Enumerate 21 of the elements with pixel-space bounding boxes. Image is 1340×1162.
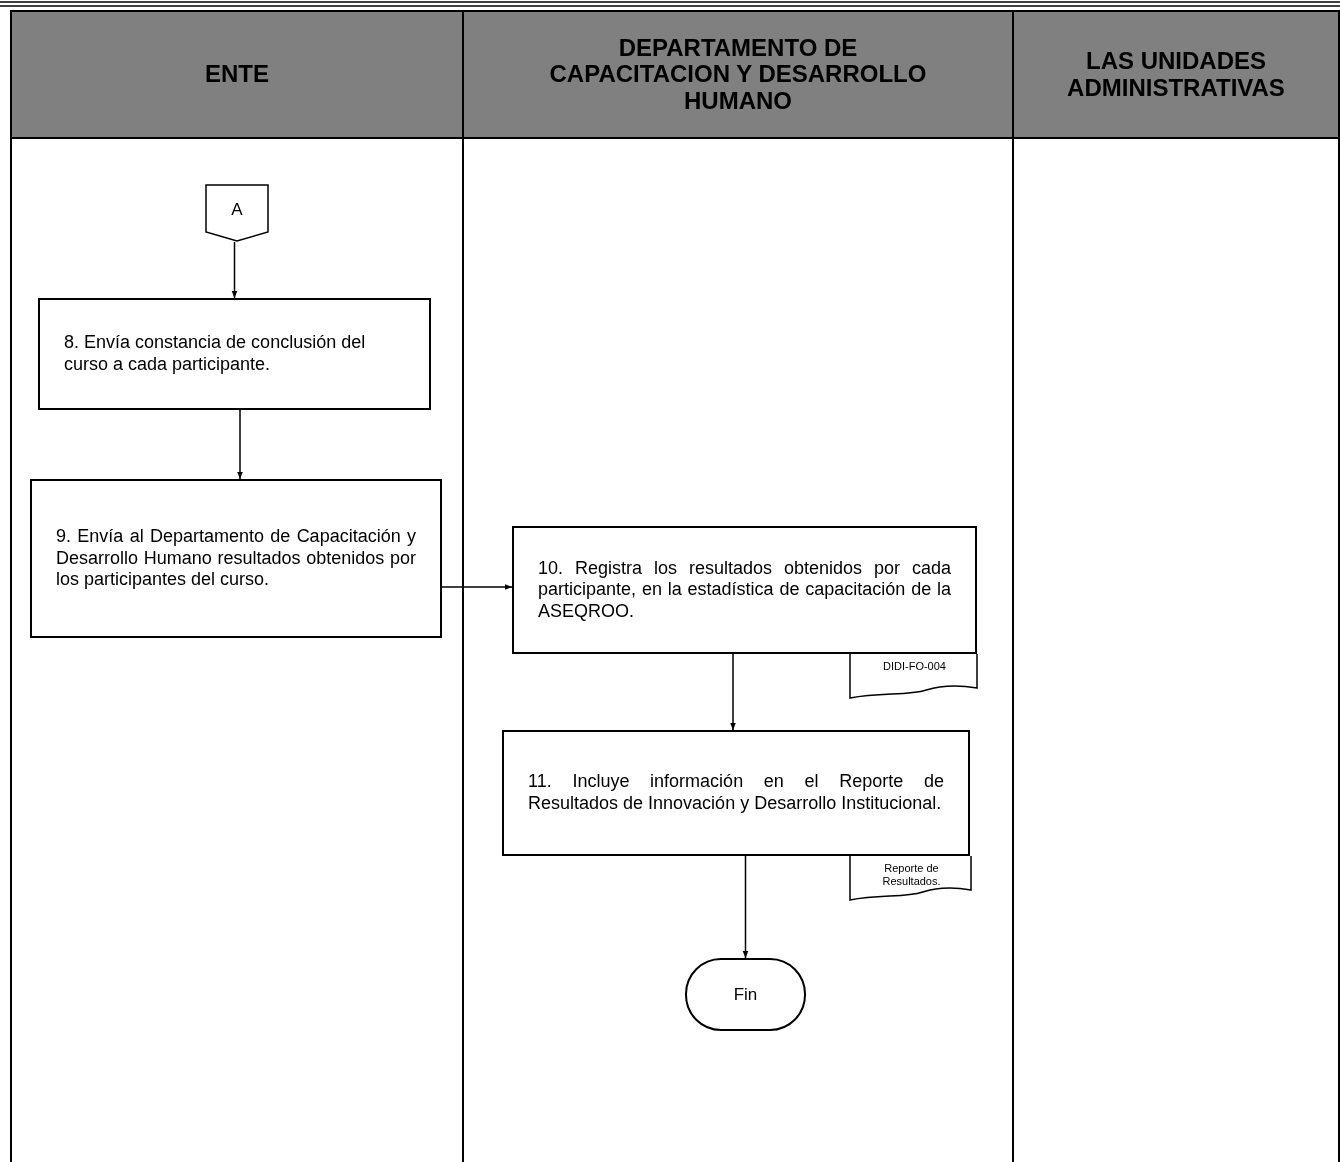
swimlane [1012,10,1340,1162]
step-text: Fin [733,984,758,1005]
arrow [237,409,243,480]
step-text: 10. Registra los resultados obtenidos por cada participante, en la estadística de capacitación de la ASEQROO. [538,557,951,623]
swimlane [10,10,464,1162]
off-page-connector [205,184,269,242]
arrow [742,855,749,959]
step-text: 9. Envía al Departamento de Capacitación y Desarrollo Humano resultados obtenidos por los participantes del curso. [56,526,416,591]
process-box [38,298,431,410]
step-text: 8. Envía constancia de conclusión del curso a cada participante. [64,332,367,376]
lane-header: DEPARTAMENTO DE CAPACITACION Y DESARROLLO HUMANO [464,12,1012,139]
lane-header: LAS UNIDADES ADMINISTRATIVAS [1014,12,1338,139]
step-text: 11. Incluye información en el Reporte de Resultados de Innovación y Desarrollo Institucional. [528,771,944,815]
arrow [441,584,513,590]
document-label: Reporte de Resultados. [881,862,942,889]
lane-header: ENTE [12,12,462,139]
arrow [730,653,736,731]
document-label: DIDI-FO-004 [882,660,947,674]
connector-label: A [230,200,244,220]
arrow [231,241,238,299]
process-box [30,479,442,638]
